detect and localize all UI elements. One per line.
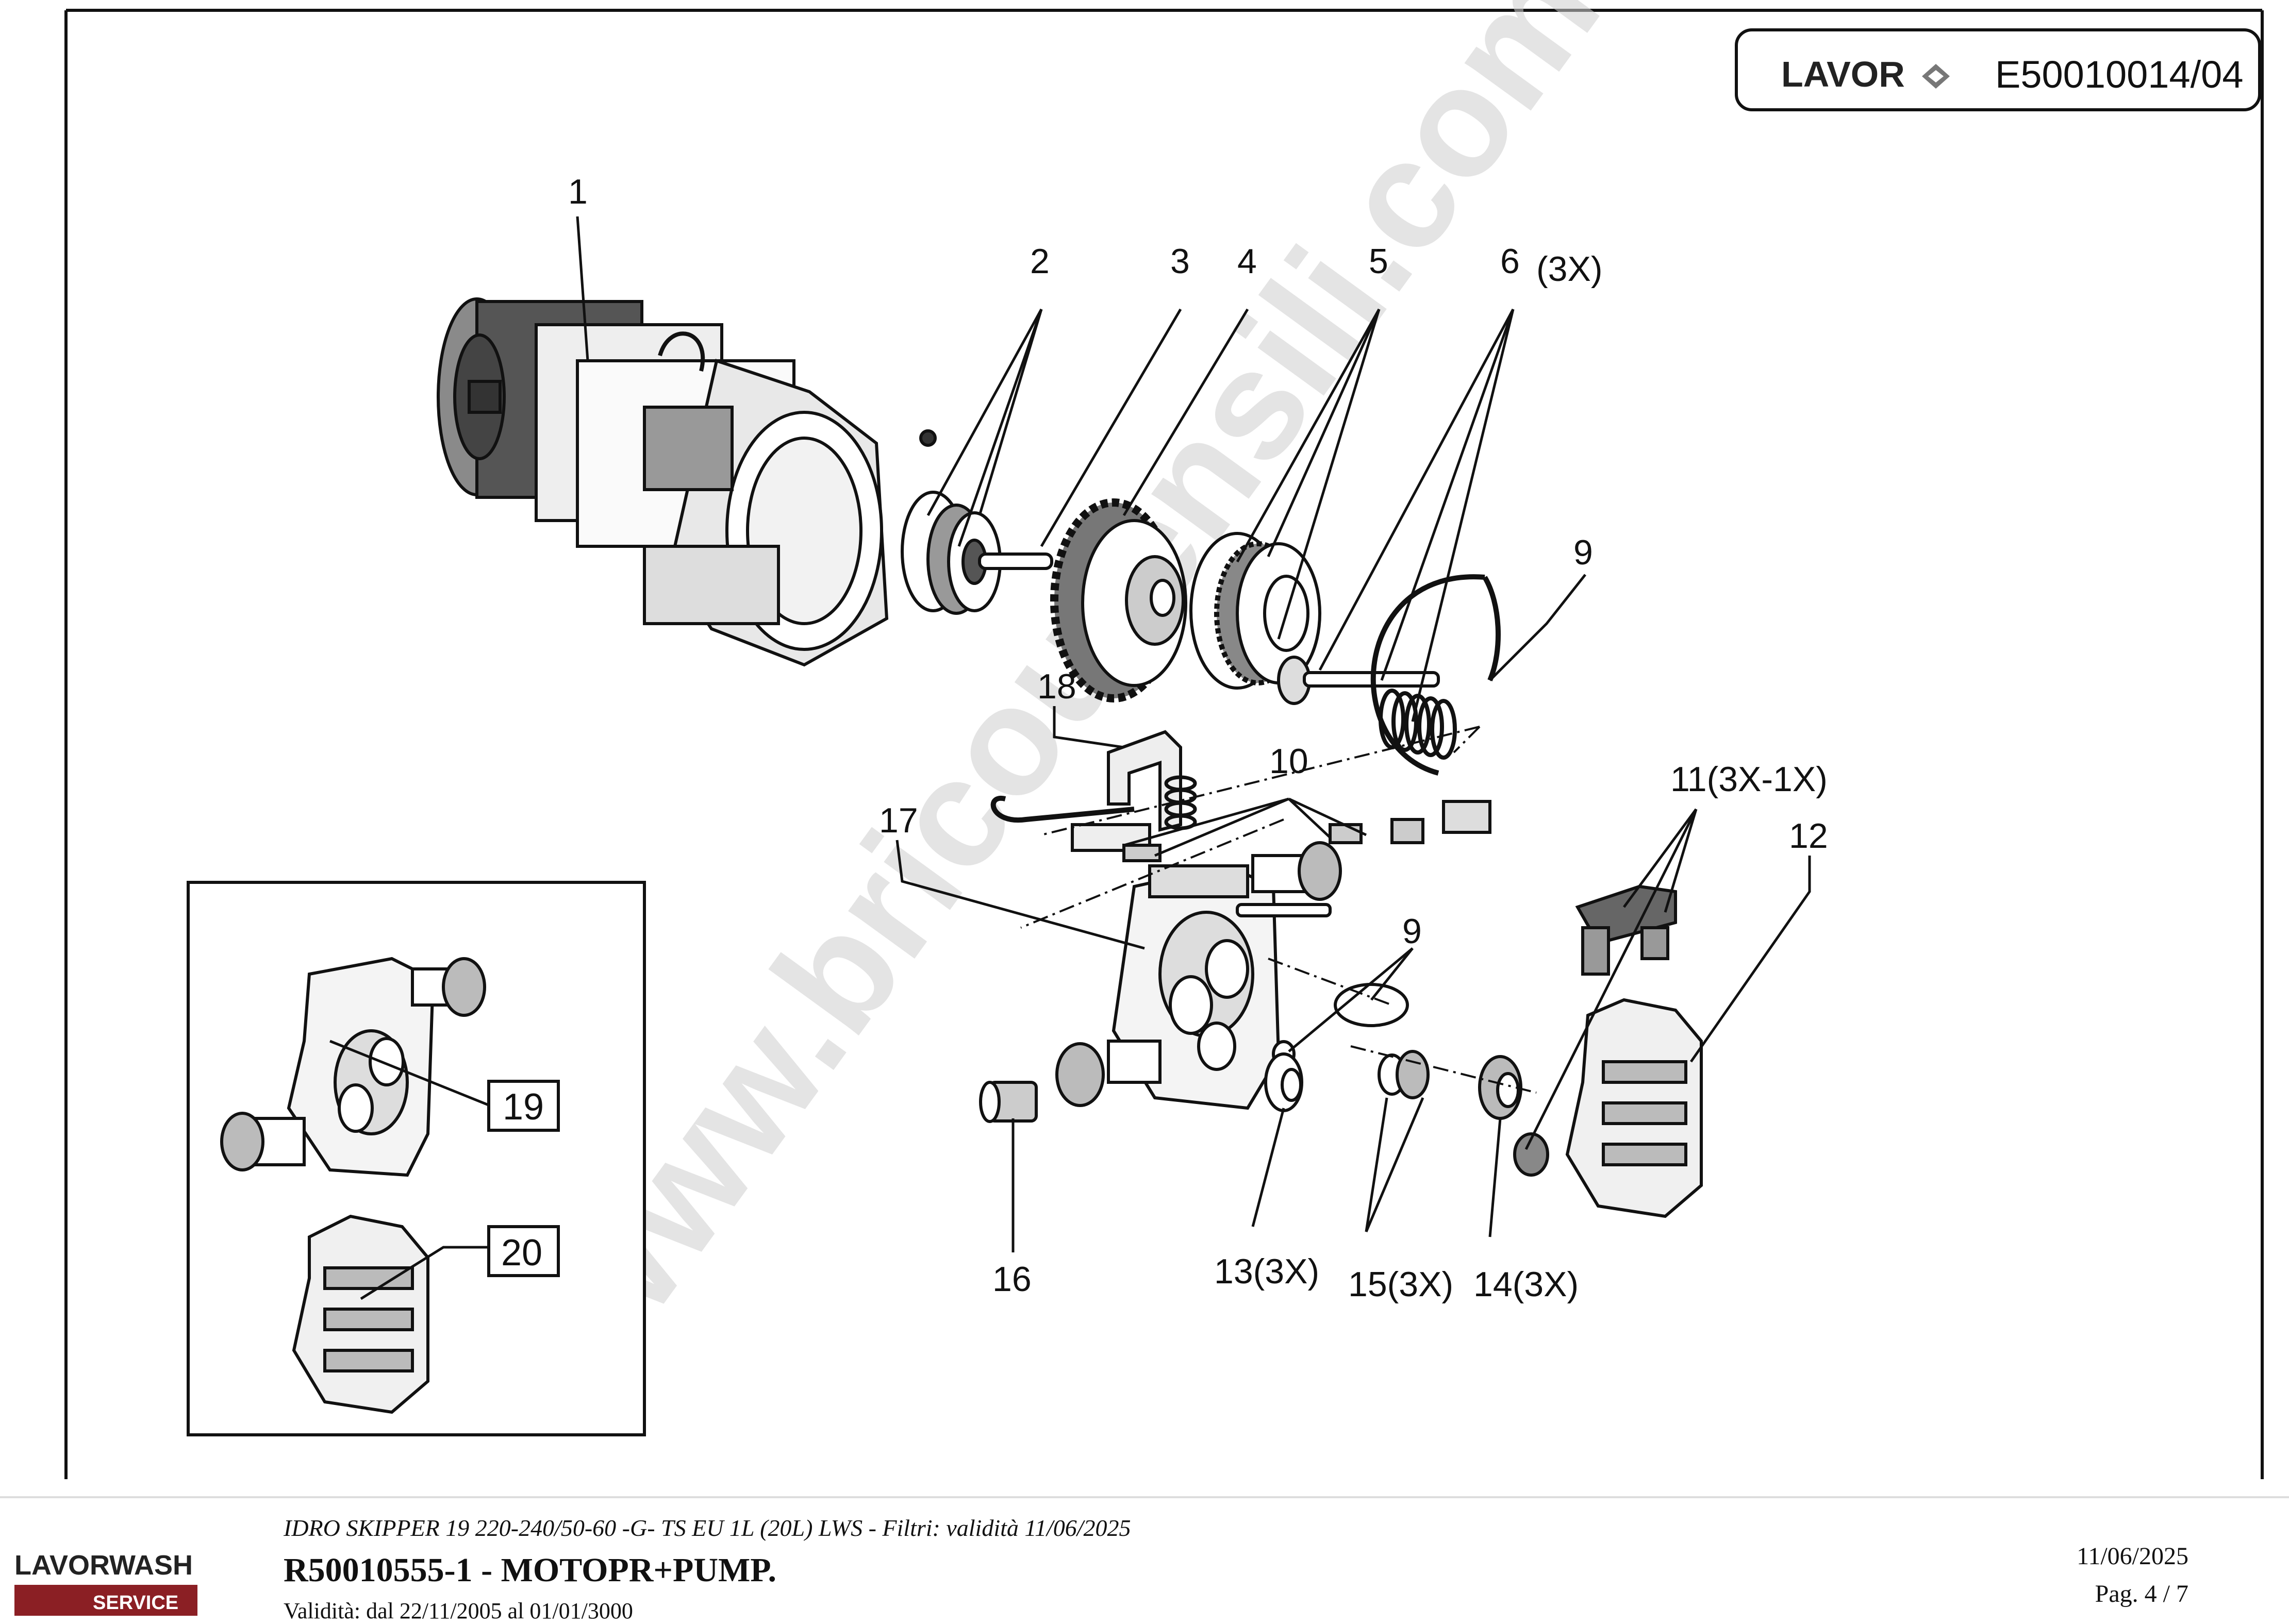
document-code: E50010014/04	[1995, 53, 2243, 96]
ring-clip-drawing	[1370, 574, 1501, 776]
filter-drawing	[979, 1081, 1038, 1123]
inset-leader-19	[329, 1040, 490, 1107]
alignment-lines	[1020, 726, 1537, 1094]
footer-logo-bottom: SERVICE	[93, 1592, 178, 1614]
footer-logo: LAVORWASH SERVICE	[14, 1550, 197, 1616]
callout-1: 1	[568, 172, 588, 211]
callout-9-top: 9	[1573, 533, 1593, 572]
inset-box: 19 20	[187, 881, 646, 1436]
callout-17: 17	[879, 801, 918, 840]
callout-9-bottom: 9	[1402, 912, 1422, 951]
valve-parts-drawing	[1264, 983, 1522, 1120]
callout-6: 6	[1500, 242, 1520, 281]
manifold-drawing	[1513, 998, 1703, 1218]
footer-page: Pag. 4 / 7	[2095, 1580, 2188, 1608]
callout-labels: 1 2 3 4 5 6 (3X) 9 18 10 17 11(3X-1X) 12…	[568, 172, 1828, 1304]
inset-label-19: 19	[503, 1086, 544, 1128]
footer-logo-band	[14, 1585, 197, 1616]
callout-4: 4	[1237, 242, 1257, 281]
inset-manifold-drawing	[292, 1214, 429, 1414]
leader-lines	[576, 216, 1811, 1252]
shaft-pin-drawing	[978, 553, 1053, 570]
callout-18: 18	[1037, 667, 1076, 706]
callout-16: 16	[992, 1260, 1032, 1299]
callout-13: 13(3X)	[1214, 1252, 1319, 1291]
inset-leader-20	[360, 1246, 489, 1300]
callout-15: 15(3X)	[1348, 1265, 1453, 1304]
callout-12: 12	[1789, 816, 1828, 856]
callout-5: 5	[1369, 242, 1388, 281]
callout-2: 2	[1030, 242, 1050, 281]
inset-pump-head-drawing	[220, 957, 486, 1177]
footer-validity: Validità: dal 22/11/2005 al 01/01/3000	[284, 1598, 633, 1623]
pump-head-drawing	[1055, 841, 1342, 1110]
motor-drawing	[437, 297, 937, 667]
valve-cartridges-drawing	[1575, 884, 1677, 976]
header-box: LAVOR E50010014/04	[1735, 28, 2261, 111]
inset-label-20: 20	[501, 1232, 542, 1274]
footer-part-title: R50010555-1 - MOTOPR+PUMP.	[284, 1551, 776, 1589]
footer-date: 11/06/2025	[2077, 1543, 2188, 1570]
piston-spring-drawing	[1277, 656, 1457, 760]
footer-model-line: IDRO SKIPPER 19 220-240/50-60 -G- TS EU …	[283, 1515, 1131, 1541]
lavor-diamond-icon	[1922, 64, 1950, 89]
footer-logo-top: LAVORWASH	[14, 1550, 193, 1581]
inset-label-19-box	[487, 1080, 560, 1132]
callout-10: 10	[1269, 742, 1308, 781]
brand-logo-text: LAVOR	[1781, 54, 1905, 94]
gear-drawing	[1050, 498, 1187, 702]
seal-set-drawing	[901, 491, 1002, 615]
callout-6-quantity: (3X)	[1536, 249, 1602, 289]
callout-3: 3	[1170, 242, 1190, 281]
callout-14: 14(3X)	[1473, 1265, 1579, 1304]
inset-label-20-box	[487, 1225, 560, 1277]
callout-11: 11(3X-1X)	[1670, 760, 1828, 799]
